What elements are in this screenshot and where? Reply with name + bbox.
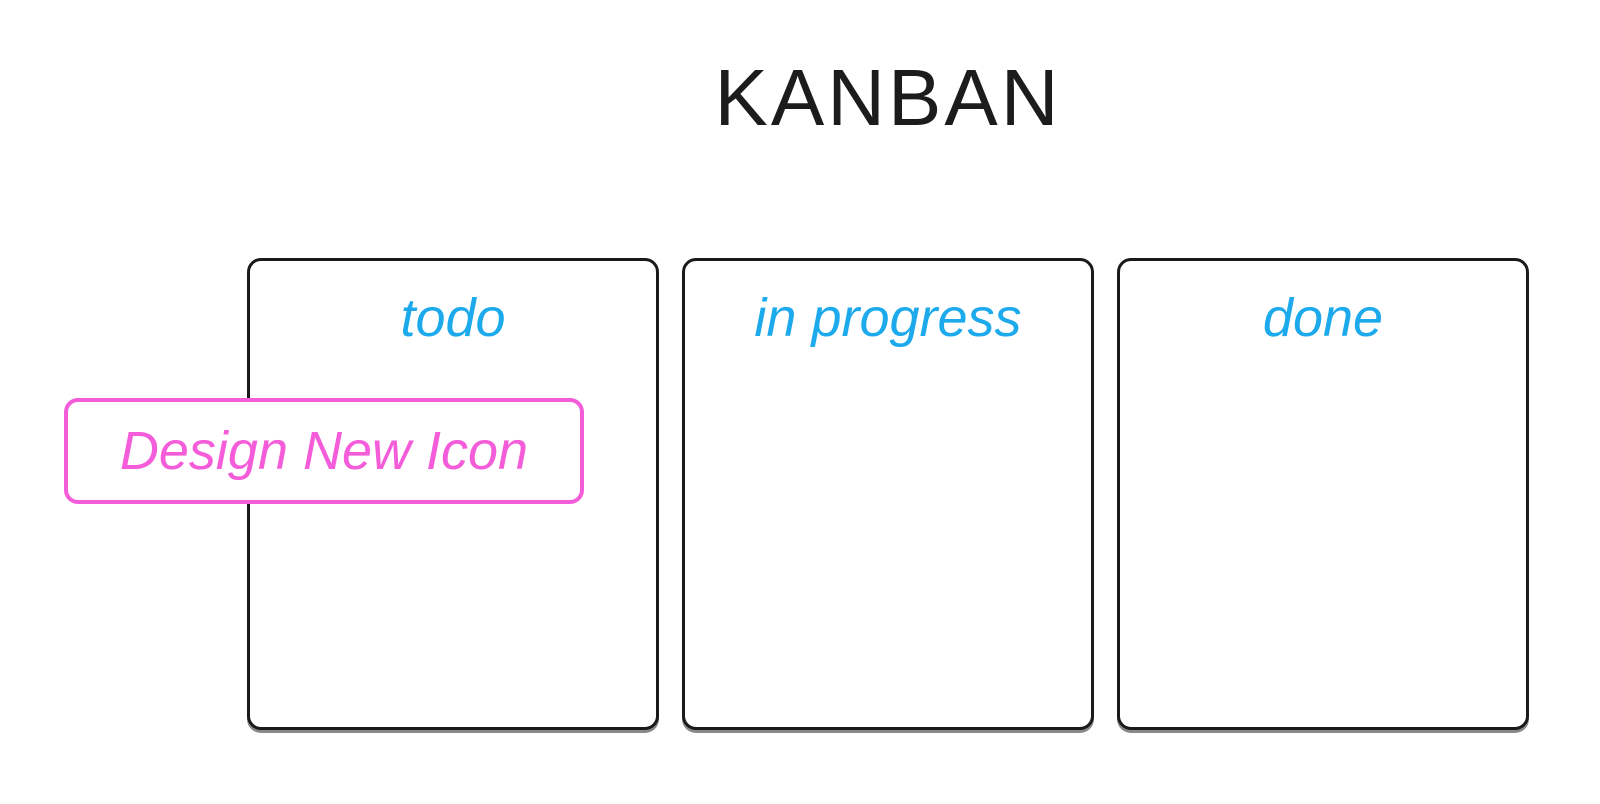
column-todo-label: todo (400, 288, 506, 348)
page-title: KANBAN (714, 53, 1062, 142)
column-in-progress-label: in progress (754, 288, 1022, 348)
column-in-progress[interactable]: in progress (682, 258, 1094, 730)
task-card-design-new-icon[interactable]: Design New Icon (64, 398, 584, 504)
kanban-board: todo in progress done (247, 258, 1529, 730)
column-done-label: done (1262, 288, 1384, 348)
task-card-label: Design New Icon (119, 421, 529, 481)
column-done[interactable]: done (1117, 258, 1529, 730)
